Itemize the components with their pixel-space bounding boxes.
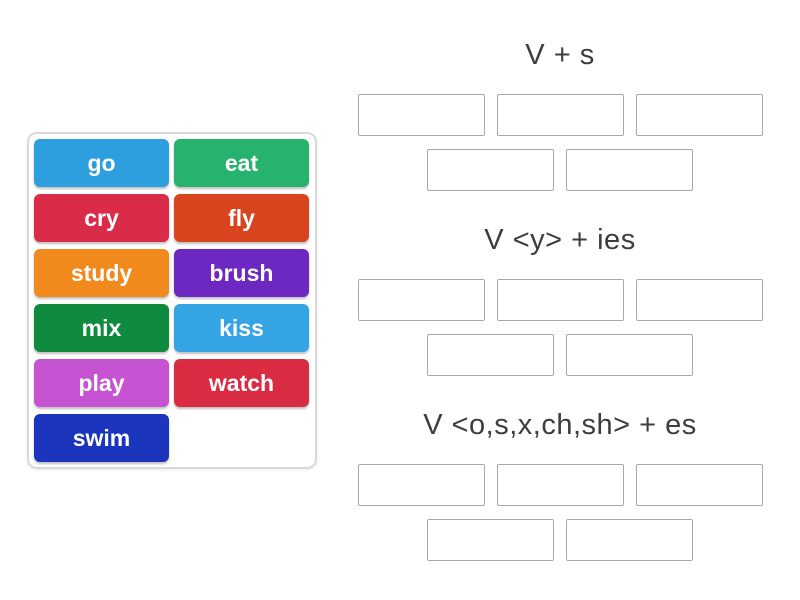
drop-slot[interactable]	[496, 279, 624, 321]
word-tile-label: swim	[72, 424, 131, 451]
group-title: V <y> + ies	[484, 224, 636, 256]
word-tile[interactable]: brush	[174, 249, 309, 297]
drop-slot[interactable]	[635, 279, 763, 321]
slot-row	[350, 334, 770, 376]
word-tile-label: watch	[208, 369, 275, 396]
category-group: V + s	[350, 37, 770, 191]
word-tile-label: mix	[81, 314, 122, 341]
word-tile[interactable]: swim	[34, 414, 169, 462]
word-tile[interactable]: go	[34, 139, 169, 187]
word-bank-panel: go eat cry fly study brush mix kiss play…	[27, 132, 317, 469]
word-tile-label: eat	[224, 149, 259, 176]
word-tile-label: fly	[228, 204, 255, 231]
drop-slot[interactable]	[496, 464, 624, 506]
slot-row	[350, 94, 770, 136]
drop-slot[interactable]	[566, 334, 693, 376]
slot-row	[350, 149, 770, 191]
group-title: V + s	[525, 39, 595, 71]
word-tile[interactable]: eat	[174, 139, 309, 187]
category-group: V <y> + ies	[350, 222, 770, 376]
word-tile[interactable]: cry	[34, 194, 169, 242]
word-tile[interactable]: watch	[174, 359, 309, 407]
word-tile-label: play	[78, 369, 125, 396]
category-group: V <o,s,x,ch,sh> + es	[350, 407, 770, 561]
drop-slot[interactable]	[496, 94, 624, 136]
word-tile[interactable]: kiss	[174, 304, 309, 352]
group-title: V <o,s,x,ch,sh> + es	[423, 409, 697, 441]
drop-slot[interactable]	[357, 94, 485, 136]
drop-slot[interactable]	[427, 519, 554, 561]
word-tile[interactable]: fly	[174, 194, 309, 242]
slot-row	[350, 464, 770, 506]
word-tile[interactable]: play	[34, 359, 169, 407]
slot-row	[350, 519, 770, 561]
word-tile[interactable]: study	[34, 249, 169, 297]
groups-area: V + s V <y> + ies V <o,s,x,ch,sh> + es	[350, 37, 770, 592]
slot-row	[350, 279, 770, 321]
drop-slot[interactable]	[635, 464, 763, 506]
drop-slot[interactable]	[566, 149, 693, 191]
drop-slot[interactable]	[427, 334, 554, 376]
word-tile-label: go	[87, 149, 116, 176]
word-tile-label: cry	[84, 204, 119, 231]
drop-slot[interactable]	[427, 149, 554, 191]
drop-slot[interactable]	[635, 94, 763, 136]
word-tile-label: kiss	[219, 314, 264, 341]
word-tile-label: study	[70, 259, 133, 286]
drop-slot[interactable]	[357, 279, 485, 321]
drop-slot[interactable]	[566, 519, 693, 561]
drop-slot[interactable]	[357, 464, 485, 506]
word-tile[interactable]: mix	[34, 304, 169, 352]
word-tile-label: brush	[209, 259, 274, 286]
